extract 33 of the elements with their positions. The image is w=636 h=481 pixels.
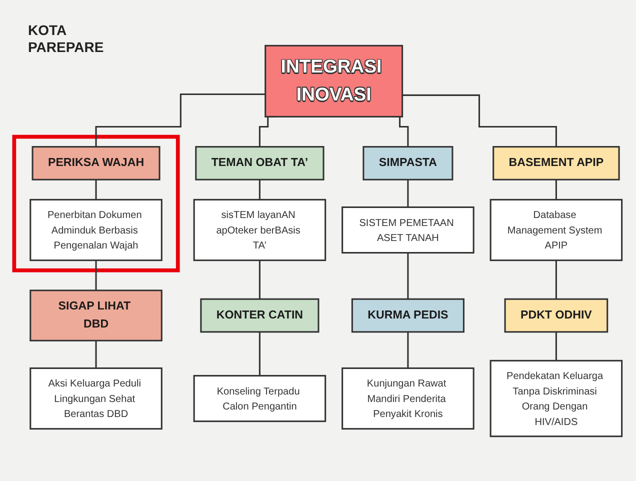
node-box: Database Management System APIP [490,198,623,262]
node-box: PERIKSA WAJAH [32,146,160,180]
connector [95,340,97,369]
connector [258,331,260,376]
cluster [12,134,180,272]
connector [555,260,557,300]
connector [95,178,97,200]
node-box: SIGAP LIHAT DBD [30,290,162,342]
place-name: KOTA PAREPARE [28,22,105,56]
node-box: KONTER CATIN [200,298,320,333]
connector [407,331,409,369]
node-box: BASEMENT APIP [492,146,620,180]
connector [407,178,409,208]
connector [407,252,409,300]
connector [95,260,97,292]
connector [555,178,557,200]
node-box: TEMAN OBAT TA’ [195,146,324,180]
node-box: KURMA PEDIS [351,298,464,333]
connector [95,94,266,148]
node-box: Pendekatan Keluarga Tanpa Diskriminasi Orang Dengan HIV/AIDS [490,360,623,438]
node-box: Penerbitan Dokumen Adminduk Berbasis Pengenalan Wajah [30,198,162,262]
node-box: Konseling Terpadu Calon Pengantin [193,374,326,422]
node-box: Kunjungan Rawat Mandiri Penderita Penyakit Kronis [342,367,474,430]
node-box: INTEGRASI INOVASI [264,44,404,118]
connector [402,94,557,148]
node-box: SIMPASTA [362,146,454,180]
connector [258,260,260,300]
node-box: Aksi Keluarga Peduli Lingkungan Sehat Berantas DBD [30,367,162,430]
connector [258,178,260,200]
node-box: SISTEM PEMETAAN ASET TANAH [342,206,474,254]
node-box: PDKT ODHIV [504,298,608,333]
connector [555,331,557,362]
node-box: sisTEM layanAN apOteker berBAsis TA’ [193,198,326,262]
